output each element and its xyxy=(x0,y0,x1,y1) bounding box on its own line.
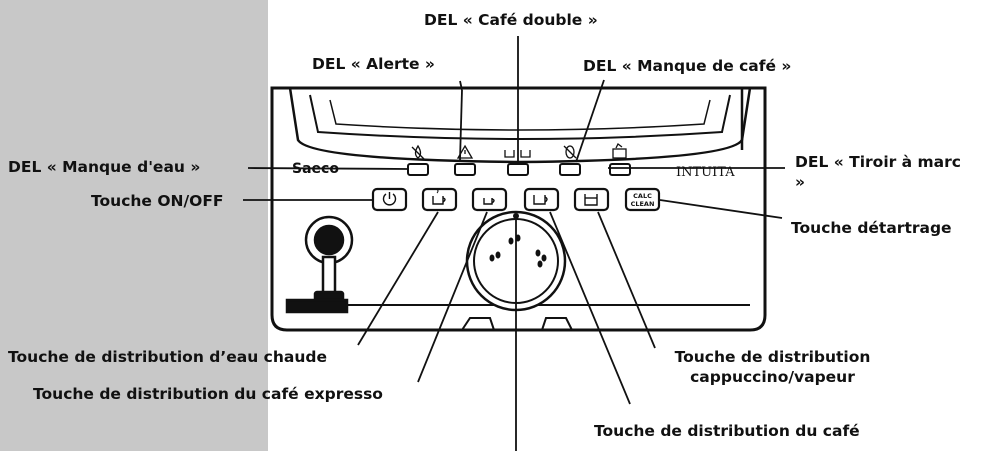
clean-text: CLEAN xyxy=(631,200,655,208)
cup-steam-icon xyxy=(432,188,446,205)
label-alerte: DEL « Alerte » xyxy=(312,55,435,73)
descale-button xyxy=(624,187,661,212)
label-tiroir-marc: DEL « Tiroir à marc » xyxy=(795,153,961,191)
cappuccino-cup-icon xyxy=(584,194,598,206)
calc-text: CALC xyxy=(633,192,652,200)
espresso-button xyxy=(471,187,508,212)
hot-water-button xyxy=(421,187,458,212)
label-eau-chaude: Touche de distribution d’eau chaude xyxy=(8,348,327,366)
grounds-drawer-icon xyxy=(612,143,627,159)
leader-lines xyxy=(243,36,785,451)
button-row xyxy=(371,187,661,212)
label-cafe-double: DEL « Café double » xyxy=(424,11,598,29)
coffee-cup-icon xyxy=(533,195,548,205)
label-cafe: Touche de distribution du café xyxy=(594,422,860,440)
power-icon xyxy=(382,192,397,206)
warning-triangle-icon xyxy=(456,144,474,159)
cappuccino-button xyxy=(573,187,610,212)
label-cappuccino: Touche de distribution cappuccino/vapeur xyxy=(674,348,871,386)
led-double xyxy=(507,163,529,176)
label-detartrage: Touche détartrage xyxy=(791,219,952,237)
label-manque-cafe: DEL « Manque de café » xyxy=(583,57,792,75)
label-cafe-expresso: Touche de distribution du café expresso xyxy=(33,385,383,403)
led-icons xyxy=(411,143,627,160)
drip-tray xyxy=(461,317,573,331)
led-alert xyxy=(454,163,476,176)
label-on-off: Touche ON/OFF xyxy=(91,192,224,210)
leds xyxy=(407,163,631,176)
led-grounds xyxy=(609,163,631,176)
no-bean-icon xyxy=(563,145,577,159)
coffee-button xyxy=(523,187,560,212)
led-bean xyxy=(559,163,581,176)
led-water xyxy=(407,163,429,176)
no-water-icon xyxy=(411,144,425,160)
steam-wand xyxy=(285,215,354,314)
calc-clean-icon: CALC CLEAN xyxy=(631,192,655,208)
label-manque-eau: DEL « Manque d'eau » xyxy=(8,158,201,176)
double-cup-icon xyxy=(504,150,531,158)
espresso-cup-icon xyxy=(483,198,495,205)
gray-side-panel xyxy=(0,0,268,451)
